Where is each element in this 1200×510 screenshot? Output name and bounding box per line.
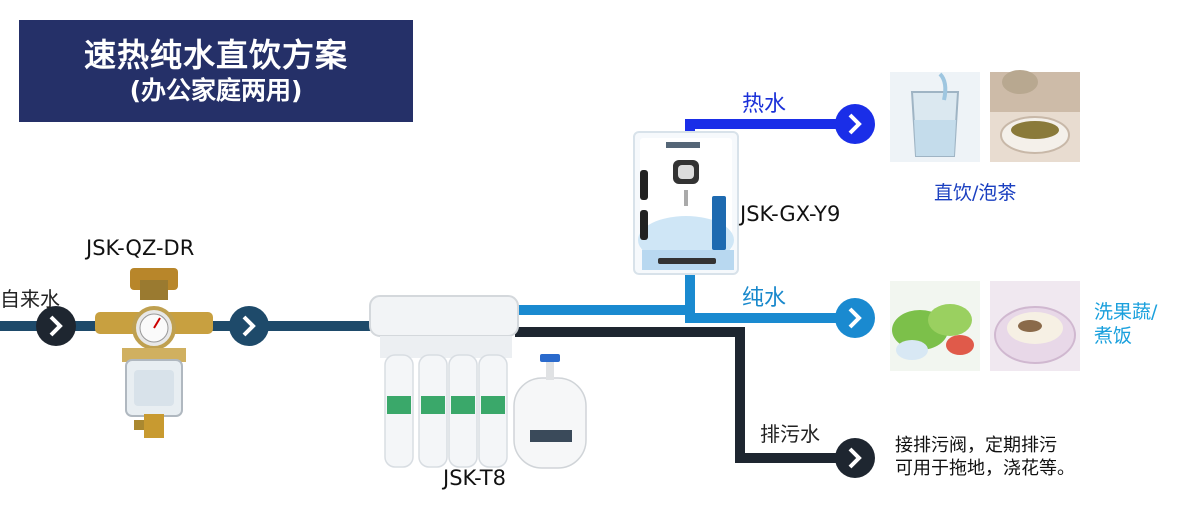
waste-use-line1: 接排污阀，定期排污 [895, 435, 1057, 456]
chevron-right-icon [848, 307, 862, 329]
title-box: 速热纯水直饮方案 (办公家庭两用) [19, 20, 413, 122]
dispenser-model-label: JSK-GX-Y9 [740, 202, 841, 226]
inlet-label: 自来水 [0, 287, 60, 311]
waste-pipe [515, 327, 840, 463]
outlet-arrow [229, 306, 269, 346]
hot-arrow [835, 104, 875, 144]
hot-water-label: 热水 [742, 92, 787, 117]
pure-use-line2: 煮饭 [1094, 325, 1133, 347]
photo-glass-water [890, 72, 980, 162]
prefilter-model-label: JSK-QZ-DR [86, 236, 195, 260]
purifier-model-label: JSK-T8 [443, 466, 506, 490]
purifier-device [369, 295, 587, 469]
pure-arrow [835, 298, 875, 338]
inlet-arrow [36, 306, 76, 346]
pure-water-label: 纯水 [742, 286, 787, 311]
chevron-right-icon [848, 447, 862, 469]
dispenser-device [633, 131, 739, 275]
page-subtitle: (办公家庭两用) [129, 76, 303, 105]
chevron-right-icon [49, 315, 63, 337]
pure-use-label: 洗果蔬/ 煮饭 [1094, 300, 1157, 348]
photo-tea [990, 70, 1080, 162]
photo-porridge [990, 281, 1080, 371]
waste-use-line2: 可用于拖地，浇花等。 [895, 458, 1075, 479]
chevron-right-icon [848, 113, 862, 135]
chevron-right-icon [242, 315, 256, 337]
pure-pipe [515, 305, 840, 323]
waste-water-label: 排污水 [760, 422, 820, 446]
prefilter-device [95, 268, 213, 438]
waste-arrow [835, 438, 875, 478]
pure-use-line1: 洗果蔬/ [1094, 301, 1158, 323]
waste-use-note: 接排污阀，定期排污 可用于拖地，浇花等。 [895, 434, 1075, 480]
page-title: 速热纯水直饮方案 [83, 36, 348, 74]
photo-vegetables [890, 281, 980, 371]
hot-use-label: 直饮/泡茶 [934, 182, 1017, 204]
